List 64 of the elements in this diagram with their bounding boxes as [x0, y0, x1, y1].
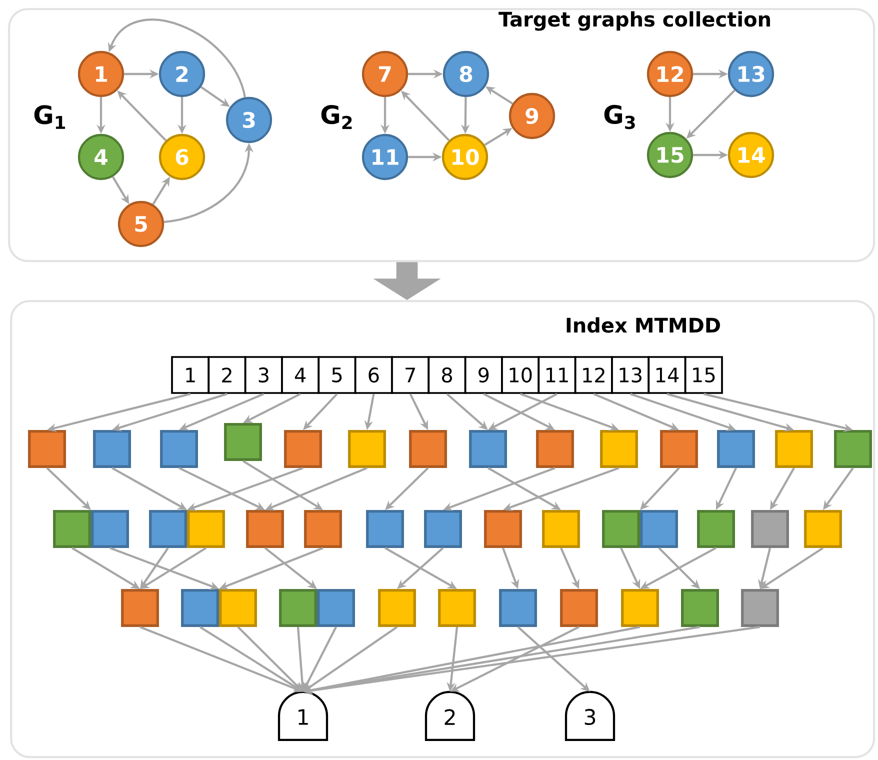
index-cell: 15 — [684, 356, 723, 394]
graph-label: G$_{2}$ — [321, 105, 352, 130]
square-node — [602, 510, 640, 548]
square-node — [621, 589, 659, 627]
square-node — [834, 430, 872, 468]
square-node — [160, 430, 198, 468]
square-node — [187, 510, 225, 548]
terminal-node: 3 — [564, 690, 616, 742]
square-node — [121, 589, 159, 627]
square-node — [600, 430, 638, 468]
graph-label: G$_{3}$ — [604, 104, 635, 130]
square-node — [775, 430, 813, 468]
terminal-node: 1 — [278, 690, 328, 742]
index-cell: 7 — [391, 356, 430, 394]
index-cell: 11 — [538, 356, 576, 394]
square-node — [53, 510, 91, 548]
square-node — [279, 589, 317, 627]
index-cell: 5 — [318, 356, 356, 394]
square-node — [366, 510, 404, 548]
index-cell: 9 — [464, 356, 503, 394]
square-node — [542, 510, 580, 548]
index-cell: 6 — [354, 356, 393, 394]
square-node — [681, 589, 719, 627]
panel-title: Index MTMDD — [566, 317, 720, 333]
square-node — [804, 510, 842, 548]
index-cell: 8 — [428, 356, 466, 394]
square-node — [224, 423, 262, 461]
square-node — [304, 510, 342, 548]
index-cell: 14 — [648, 356, 686, 394]
square-node — [660, 430, 698, 468]
square-node — [717, 430, 755, 468]
terminal-node: 2 — [424, 690, 476, 742]
square-node — [536, 430, 574, 468]
square-node — [317, 589, 355, 627]
square-node — [149, 510, 187, 548]
square-node — [284, 430, 322, 468]
index-cell: 13 — [611, 356, 650, 394]
square-node — [219, 589, 257, 627]
index-cell: 1 — [171, 356, 210, 394]
square-node — [751, 510, 789, 548]
square-node — [409, 430, 447, 468]
square-node — [438, 589, 476, 627]
square-node — [348, 430, 386, 468]
square-node — [484, 510, 522, 548]
index-cell: 4 — [281, 356, 320, 394]
panel-title: Target graphs collection — [498, 11, 770, 31]
index-cell: 2 — [208, 356, 246, 394]
square-node — [28, 430, 66, 468]
square-node — [640, 510, 678, 548]
square-node — [93, 430, 131, 468]
square-node — [91, 510, 129, 548]
index-cell: 12 — [574, 356, 613, 394]
square-node — [741, 589, 779, 627]
square-node — [469, 430, 507, 468]
square-node — [560, 589, 598, 627]
graph-label: G$_{1}$ — [34, 105, 66, 129]
square-node — [424, 510, 462, 548]
square-node — [378, 589, 416, 627]
index-cell: 10 — [501, 356, 540, 394]
index-cell: 3 — [244, 356, 283, 394]
square-node — [499, 589, 537, 627]
square-node — [246, 510, 284, 548]
square-node — [181, 589, 219, 627]
square-node — [697, 510, 735, 548]
